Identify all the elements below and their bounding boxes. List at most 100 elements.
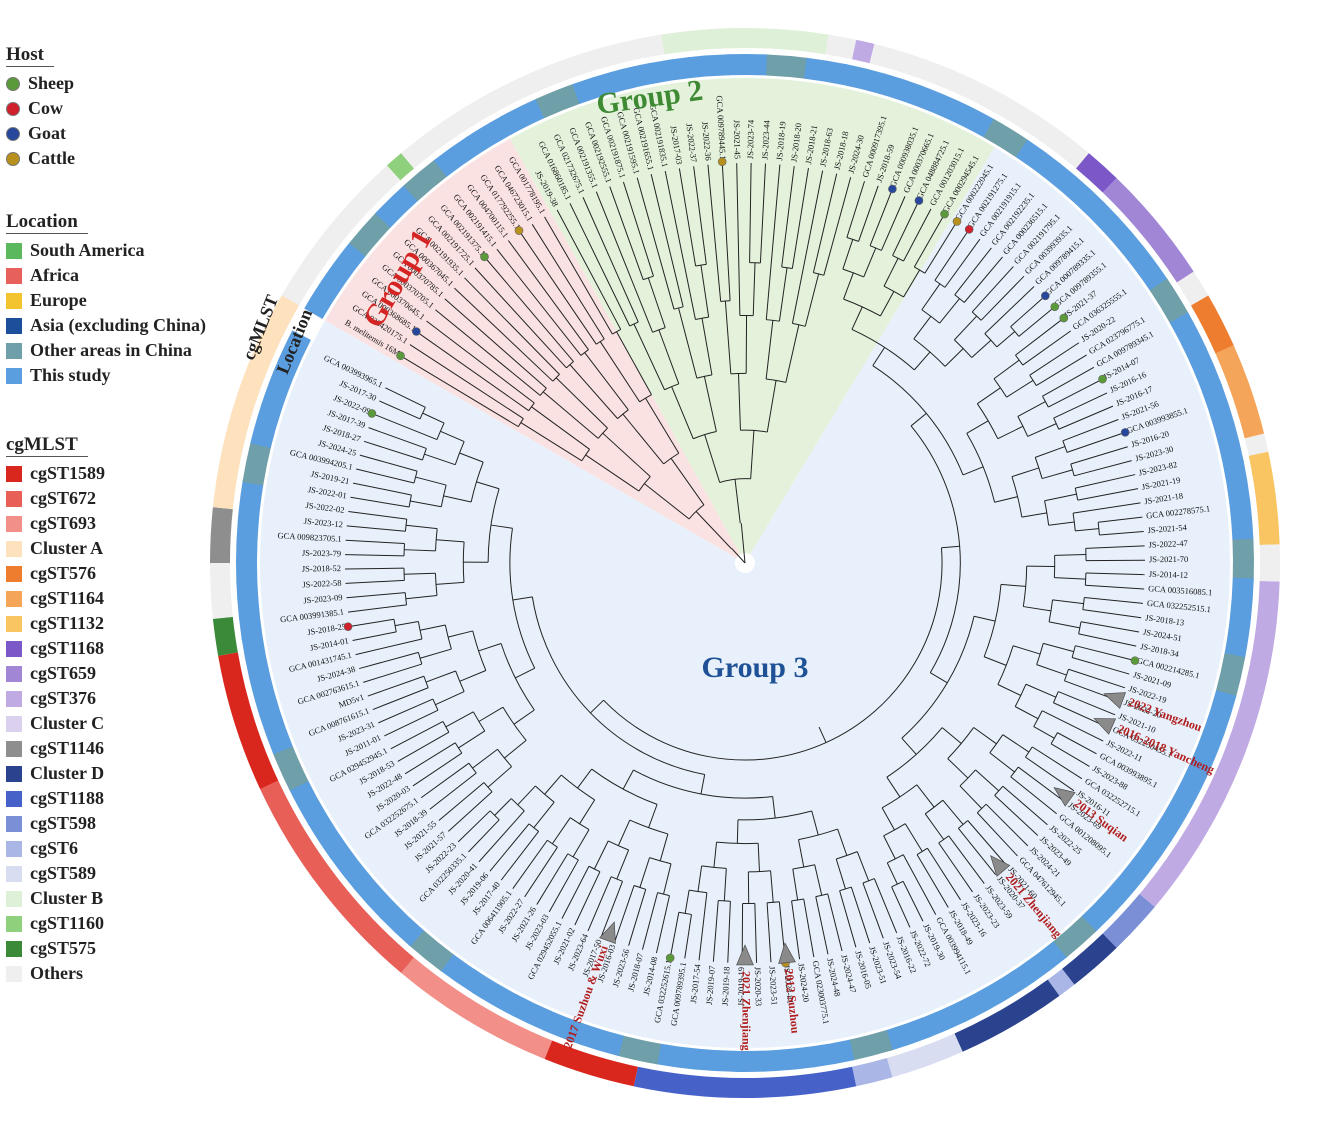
branch (436, 539, 465, 543)
location-ring-segment (949, 100, 996, 139)
cgmlst-legend-swatch (6, 815, 22, 832)
branch (1036, 664, 1067, 676)
branch (445, 711, 474, 728)
cgmlst-legend-item: cgST589 (6, 861, 105, 886)
branch (579, 799, 596, 825)
branch (584, 352, 629, 411)
tip-label: JS-2023-09 (303, 592, 343, 605)
host-legend-swatch (6, 76, 20, 91)
location-ring-segment (1015, 139, 1061, 181)
branch (984, 286, 1035, 334)
branch-arc (696, 374, 713, 379)
branch (600, 881, 624, 937)
branch (856, 851, 870, 882)
cgmlst-legend-swatch (6, 965, 22, 982)
branch (1050, 743, 1090, 767)
branch (415, 476, 447, 486)
branch (695, 511, 732, 549)
branch (1075, 645, 1134, 661)
branch (757, 843, 760, 872)
cgmlst-ring-segment (1244, 433, 1269, 456)
branch (507, 240, 589, 350)
branch (419, 624, 446, 631)
cgmlst-legend-swatch (6, 565, 22, 582)
branch-arc (737, 810, 812, 821)
branch-arc (419, 407, 426, 420)
location-ring-segment (1169, 312, 1207, 358)
branch (457, 810, 491, 843)
cgmlst-ring-segment (281, 165, 401, 306)
branch-arc (815, 893, 828, 898)
cgmlst-legend-label: cgST1146 (30, 738, 105, 758)
branch (346, 592, 406, 599)
location-ring-segment (506, 994, 553, 1031)
branch (644, 483, 690, 520)
branch (490, 524, 513, 529)
location-ring-segment (353, 874, 397, 920)
tip-label: JS-2023-12 (303, 516, 343, 530)
branch-arc (633, 885, 646, 890)
location-ring-segment (535, 83, 581, 119)
branch (731, 547, 746, 564)
branch (1000, 583, 1026, 587)
branch-arc (869, 245, 882, 251)
branch (636, 177, 675, 310)
branch (650, 174, 684, 307)
branch-arc (442, 721, 450, 733)
branch (939, 298, 960, 324)
branch (617, 819, 631, 846)
location-ring-segment (325, 241, 367, 287)
branch (697, 865, 703, 892)
location-legend-label: Europe (30, 290, 87, 310)
location-ring-segment (1080, 888, 1124, 933)
branch (869, 190, 893, 246)
cgmlst-legend-item: cgST693 (6, 511, 105, 536)
branch (850, 886, 871, 944)
location-legend-item: This study (6, 363, 206, 388)
branch-arc (766, 378, 786, 383)
branch (1077, 488, 1139, 501)
collapsed-clade-triangle (599, 921, 616, 944)
branch (404, 742, 456, 775)
location-ring-segment (610, 62, 655, 93)
branch (698, 892, 708, 961)
branch (891, 886, 911, 928)
cgmlst-ring-segment (212, 295, 299, 510)
branch-arc (413, 471, 418, 484)
branch (678, 307, 698, 379)
branch (1078, 633, 1137, 647)
branch-arc (1050, 732, 1058, 745)
location-legend-label: Africa (30, 265, 79, 285)
branch (770, 870, 774, 903)
location-ring-segment (408, 929, 454, 972)
branch (975, 769, 1000, 792)
branch (379, 400, 421, 420)
host-legend-item: Sheep (6, 71, 75, 96)
cgmlst-legend-item: cgST1164 (6, 586, 105, 611)
branch (700, 265, 710, 318)
branch (440, 430, 465, 442)
branch (803, 898, 815, 958)
branch-arc (535, 785, 555, 803)
branch (766, 380, 777, 433)
branch (347, 604, 407, 613)
branch (496, 248, 582, 356)
location-legend-title: Location (6, 211, 88, 234)
location-ring-segment (1149, 278, 1189, 325)
location-ring-segment (1189, 726, 1225, 772)
branch (356, 468, 415, 484)
location-legend-label: Asia (excluding China) (30, 315, 207, 335)
tip-label: JS-2021-54 (1147, 522, 1188, 535)
branch (759, 163, 767, 263)
tip-label: JS-2019-19 (736, 967, 746, 1006)
branch-arc (843, 298, 881, 317)
collapsed-clade-triangle (736, 944, 754, 966)
tip-label: JS-2023-74 (745, 119, 756, 159)
branch (426, 320, 535, 404)
location-ring-segment (466, 115, 512, 155)
branch-arc (483, 782, 493, 793)
branch (378, 698, 434, 724)
cgmlst-legend-item: Others (6, 961, 105, 986)
branch-arc (468, 762, 477, 774)
